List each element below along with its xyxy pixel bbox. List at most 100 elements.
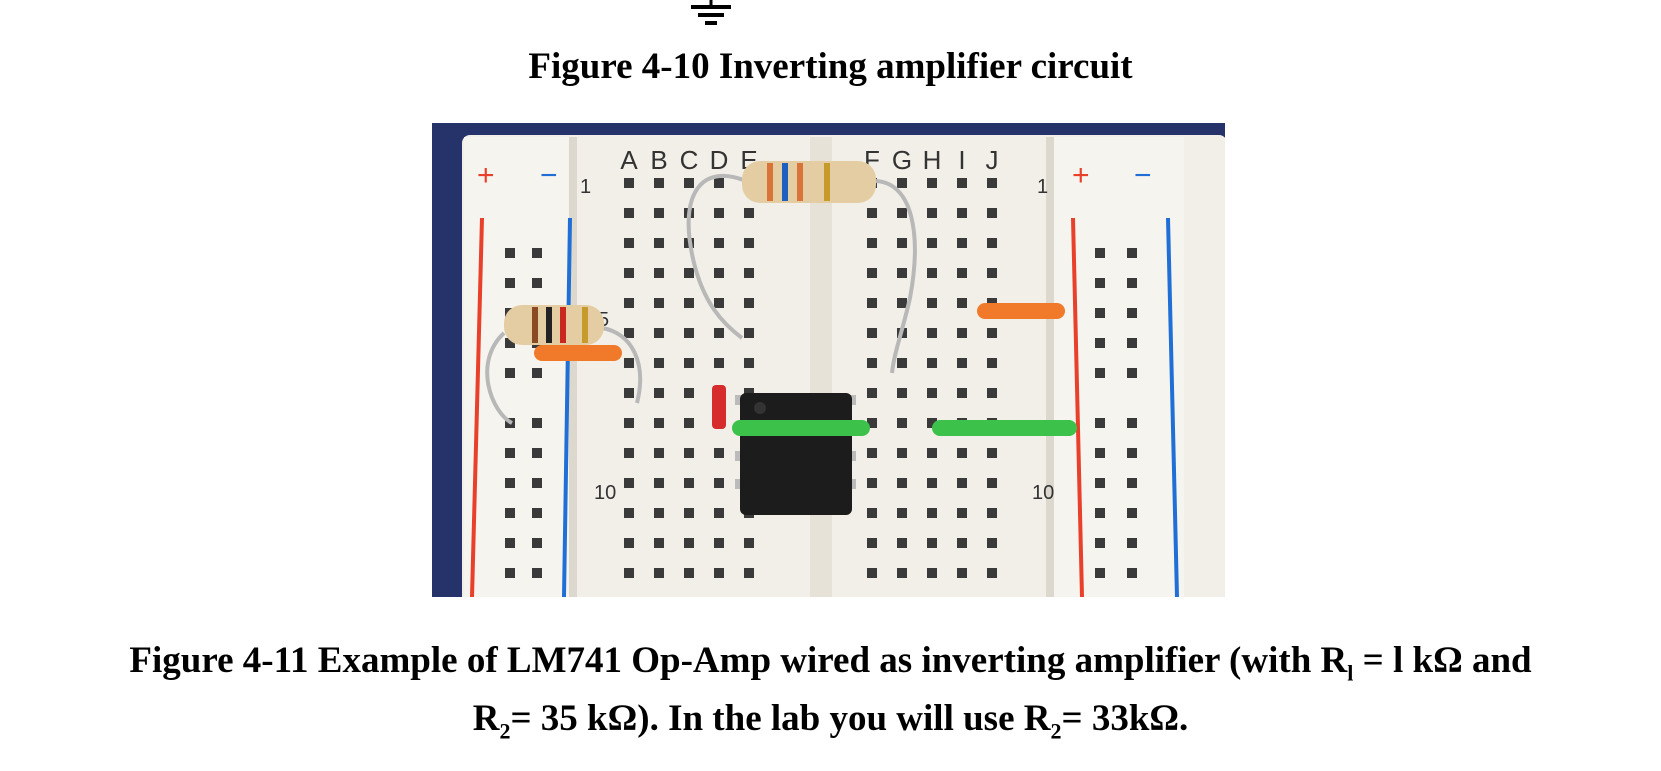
hole [927,328,937,338]
hole [987,478,997,488]
hole [714,298,724,308]
hole [684,268,694,278]
orange-wire-right [977,303,1065,319]
hole [987,208,997,218]
rail-hole [532,368,542,378]
caption-line1-middle: = l kΩ and [1353,640,1532,681]
hole [867,238,877,248]
hole [897,268,907,278]
hole [987,238,997,248]
hole [927,238,937,248]
hole [654,298,664,308]
hole [624,568,634,578]
left-red-rail [470,217,484,597]
rail-hole [1127,568,1137,578]
hole [624,298,634,308]
column-letter: A [620,145,638,175]
hole [684,418,694,428]
hole [897,538,907,548]
hole [867,268,877,278]
hole [927,418,937,428]
hole [897,298,907,308]
rail-hole [1127,448,1137,458]
hole [714,478,724,488]
hole [654,358,664,368]
hole [714,508,724,518]
hole [654,568,664,578]
hole [714,328,724,338]
figure-4-10-caption: Figure 4-10 Inverting amplifier circuit [528,46,1133,87]
hole [654,418,664,428]
hole [897,418,907,428]
rail-hole [1095,248,1105,258]
hole [957,448,967,458]
hole [624,448,634,458]
hole [927,268,937,278]
hole [867,538,877,548]
red-jumper-wire [712,385,726,429]
hole [684,508,694,518]
rail-hole [1095,338,1105,348]
hole [927,478,937,488]
r1-subscript: l [1347,660,1354,686]
hole [624,178,634,188]
hole [744,568,754,578]
left-plus-label: + [477,159,495,192]
left-power-strip [464,137,569,597]
hole [624,238,634,248]
hole [897,568,907,578]
rail-hole [505,278,515,288]
rail-hole [505,368,515,378]
hole [897,178,907,188]
hole [624,418,634,428]
rail-hole [1127,368,1137,378]
green-wire-right [932,420,1077,436]
column-letter: H [923,145,942,175]
rail-hole [532,568,542,578]
row-number-10-right: 10 [1032,482,1054,504]
hole [714,568,724,578]
hole [654,178,664,188]
right-plus-label: + [1072,159,1090,192]
rail-hole [1095,478,1105,488]
row-number-1-left: 1 [580,176,591,198]
rail-hole [532,248,542,258]
hole [624,388,634,398]
rail-hole [1127,248,1137,258]
column-letter: J [986,145,999,175]
hole [957,358,967,368]
rail-hole [1127,508,1137,518]
hole [987,268,997,278]
hole [867,298,877,308]
resistor-r1 [485,305,643,425]
hole [744,238,754,248]
row-number-1-right: 1 [1037,176,1048,198]
hole [684,298,694,308]
hole [684,178,694,188]
hole [867,358,877,368]
hole [714,268,724,278]
hole [714,448,724,458]
hole [654,478,664,488]
hole [654,268,664,278]
rail-hole [1127,338,1137,348]
hole [927,208,937,218]
rail-hole [505,248,515,258]
hole [684,448,694,458]
hole [744,298,754,308]
hole [957,388,967,398]
hole [867,568,877,578]
hole [927,178,937,188]
rail-hole [1095,448,1105,458]
hole [684,568,694,578]
rail-hole [1127,538,1137,548]
hole [957,508,967,518]
rail-hole [1095,508,1105,518]
rail-hole [505,508,515,518]
rail-hole [1095,418,1105,428]
hole [927,358,937,368]
row-number-10-left: 10 [594,482,616,504]
hole [897,388,907,398]
